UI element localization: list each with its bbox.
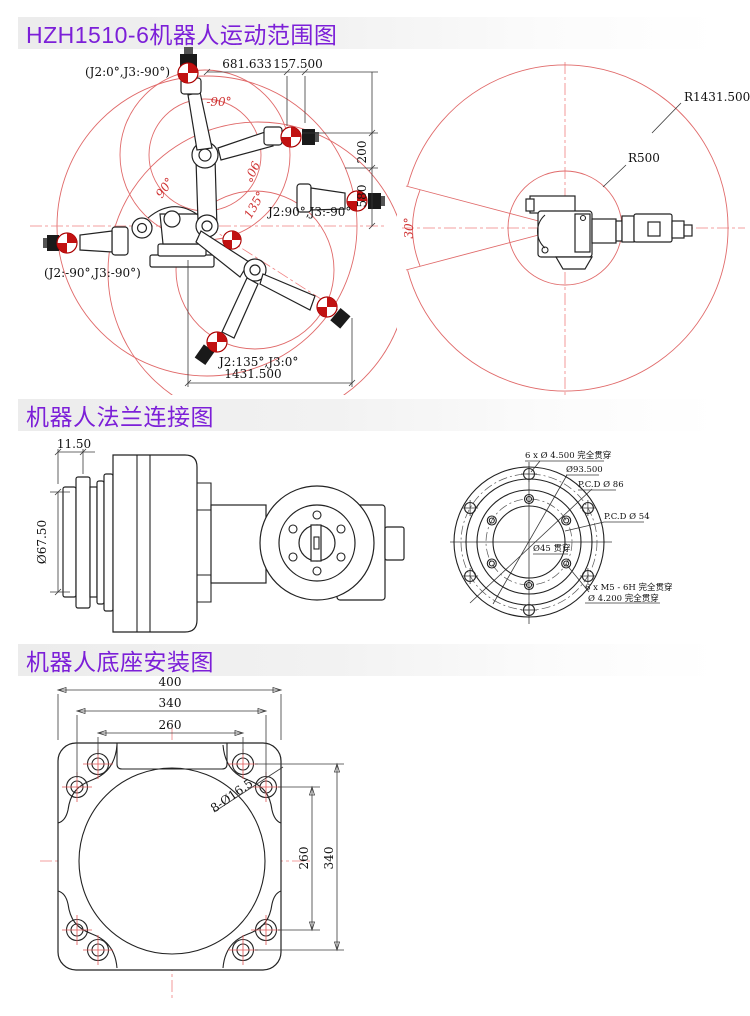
flange-dim-width: 11.50 [57,437,91,451]
flange-section-title-bar: 机器人法兰连接图 [18,399,718,431]
dim-340-right: 340 [322,847,336,870]
angle-label-minus90: -90° [206,95,231,109]
base-section-title: 机器人底座安装图 [26,649,214,675]
motion-section-title-bar: HZH1510-6机器人运动范围图 [18,17,718,49]
pose-label-right: J2:90°,J3:-90° [266,205,351,219]
callout-bore: Ø45 贯穿 [533,543,571,554]
flange-callouts: 6 x Ø 4.500 完全贯穿 Ø93.500 P.C.D Ø 86 P.C.… [525,450,673,604]
target-ball [316,296,338,318]
motion-top-view: 30° R1431.500 R500 [402,62,750,395]
dim-260-right: 260 [297,847,311,870]
robot-side-silhouette [43,47,385,365]
callout-thread-1: 6 x M5 - 6H 完全贯穿 [585,582,673,593]
callout-pcd-inner: P.C.D Ø 54 [604,511,650,522]
callout-od: Ø93.500 [566,464,603,475]
callout-pcd-outer: P.C.D Ø 86 [578,479,624,490]
target-ball [56,232,78,254]
angle-label-90-left: 90° [153,175,177,200]
flange-side-view: 11.50 Ø67.50 [35,437,405,633]
callout-holes-outer: 6 x Ø 4.500 完全贯穿 [525,450,611,461]
radius-outer-label: R1431.500 [684,90,750,104]
base-dimensions-top: 400 340 260 [56,675,283,778]
dim-200: 200 [355,141,369,164]
base-dimensions-right: 260 340 [255,762,344,952]
motion-dimensions: 681.633 157.500 200 580 1431.500 [184,57,378,387]
pose-label-left: (J2:-90°,J3:-90°) [44,266,141,280]
dim-total-reach: 1431.500 [224,367,281,381]
radius-inner-label: R500 [628,151,660,165]
mounting-holes [62,749,281,965]
motion-side-view: 681.633 157.500 200 580 1431.500 (J2:0°,… [30,47,397,395]
flange-front-view: 6 x Ø 4.500 完全贯穿 Ø93.500 P.C.D Ø 86 P.C.… [450,450,673,624]
dim-reach-b: 157.500 [273,57,323,71]
outer-bolt-holes [462,466,596,618]
inner-tapped-holes [486,493,572,591]
angle-label-30: 30° [402,217,416,238]
dim-580: 580 [355,185,369,208]
target-ball [177,62,199,84]
flange-dim-diameter: Ø67.50 [35,520,49,564]
pose-label-up: (J2:0°,J3:-90°) [85,65,170,79]
base-section-title-bar: 机器人底座安装图 [18,644,718,676]
dim-340-top: 340 [159,696,182,710]
flange-section-title: 机器人法兰连接图 [26,404,214,430]
target-ball [280,126,302,148]
dim-400: 400 [159,675,182,689]
base-plate-view: 400 340 260 260 340 8-Ø16.5 [40,675,344,1000]
target-ball [206,331,228,353]
robot-top-silhouette [525,195,693,270]
target-ball [222,230,242,250]
angle-label-90-right: 90° [241,159,263,184]
pose-label-down: J2:135°,J3:0° [217,355,298,369]
motion-section-title: HZH1510-6机器人运动范围图 [26,22,338,48]
dim-260-top: 260 [159,718,182,732]
dim-reach-a: 681.633 [222,57,272,71]
callout-thread-2: Ø 4.200 完全贯穿 [588,593,659,604]
